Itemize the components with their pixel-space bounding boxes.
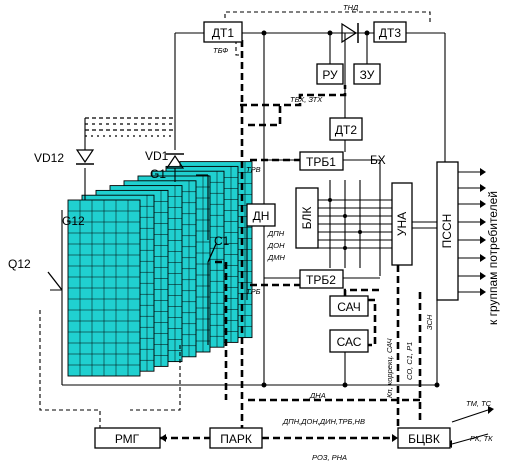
signal-so-s1-r1: СО, С1, Р1 — [405, 342, 414, 380]
signal-dpn: ДПН — [267, 229, 285, 238]
label-c1: C1 — [214, 234, 230, 248]
solar-battery-array — [67, 161, 253, 377]
signal-tbf: ТБФ — [213, 46, 228, 55]
svg-text:ДН: ДН — [253, 209, 270, 223]
svg-text:БЦВК: БЦВК — [408, 432, 440, 446]
signal-tnd: ТНД — [343, 3, 359, 12]
block-dt1: ДТ1 — [203, 21, 243, 43]
diode-vd1 — [165, 153, 185, 169]
signal-rk-tk: РК, ТК — [470, 434, 493, 443]
signal-zsn: ЗСН — [425, 314, 434, 330]
signal-dna: ДНА — [309, 391, 326, 400]
switch-c1 — [207, 243, 217, 263]
svg-text:ТРБ2: ТРБ2 — [306, 273, 336, 287]
signal-trb: ТРБ — [246, 287, 261, 296]
diode-vd12 — [75, 149, 95, 165]
svg-text:ТРБ1: ТРБ1 — [306, 155, 336, 169]
svg-text:ПССН: ПССН — [440, 214, 454, 249]
svg-text:БЛК: БЛК — [300, 207, 314, 230]
signal-consumers: к группам потребителей — [486, 191, 500, 325]
block-rmg: РМГ — [94, 427, 161, 449]
signal-tbh-ztkh: ТБХ, ЗТХ — [290, 95, 323, 104]
solar-panel — [67, 199, 141, 377]
block-pssn: ПССН — [436, 161, 459, 301]
block-park: ПАРК — [209, 427, 263, 449]
svg-text:ЗУ: ЗУ — [360, 68, 375, 82]
svg-text:ДТ1: ДТ1 — [212, 26, 234, 40]
svg-text:РУ: РУ — [322, 68, 338, 82]
block-zu: ЗУ — [353, 63, 381, 85]
svg-text:ДТ3: ДТ3 — [379, 26, 401, 40]
svg-text:САЧ: САЧ — [337, 300, 360, 314]
svg-text:УНА: УНА — [395, 212, 409, 236]
signal-bh: БХ — [370, 153, 386, 167]
block-una: УНА — [391, 182, 413, 266]
signal-dmn: ДМН — [267, 253, 286, 262]
label-g12: G12 — [62, 214, 85, 228]
pssn-outputs — [458, 168, 486, 296]
block-ru: РУ — [316, 63, 344, 85]
block-dn: ДН — [246, 203, 276, 227]
switch-q12 — [47, 271, 63, 291]
cell-strings — [85, 117, 175, 137]
svg-text:ПАРК: ПАРК — [220, 432, 252, 446]
label-vd1: VD1 — [145, 149, 169, 163]
block-trb1: ТРБ1 — [299, 151, 344, 171]
block-dt3: ДТ3 — [373, 21, 407, 43]
signal-trv: ТРВ — [246, 165, 261, 174]
signal-bus-bottom: РОЗ, РНА — [312, 453, 347, 462]
svg-text:САС: САС — [337, 335, 362, 349]
diode-tnd — [341, 22, 359, 44]
label-vd12: VD12 — [34, 151, 64, 165]
signal-bus-top: ДПН,ДОН,ДИН,ТРБ,НВ — [282, 417, 365, 426]
label-q12: Q12 — [8, 257, 31, 271]
block-sas: САС — [329, 329, 369, 353]
block-btsvk: БЦВК — [397, 427, 451, 449]
block-blk: БЛК — [295, 187, 319, 249]
block-sach: САЧ — [329, 295, 369, 317]
signal-tm-ts: ТМ, ТС — [466, 399, 492, 408]
signal-kp-korr: Кп, коррекц. САЧ — [385, 338, 394, 398]
block-trb2: ТРБ2 — [299, 269, 344, 289]
control-lines — [39, 11, 494, 448]
svg-text:ДТ2: ДТ2 — [335, 123, 357, 137]
svg-text:РМГ: РМГ — [115, 432, 140, 446]
label-g1: G1 — [150, 167, 166, 181]
signal-don: ДОН — [267, 241, 285, 250]
bus-bars — [318, 180, 392, 268]
block-dt2: ДТ2 — [329, 117, 363, 141]
